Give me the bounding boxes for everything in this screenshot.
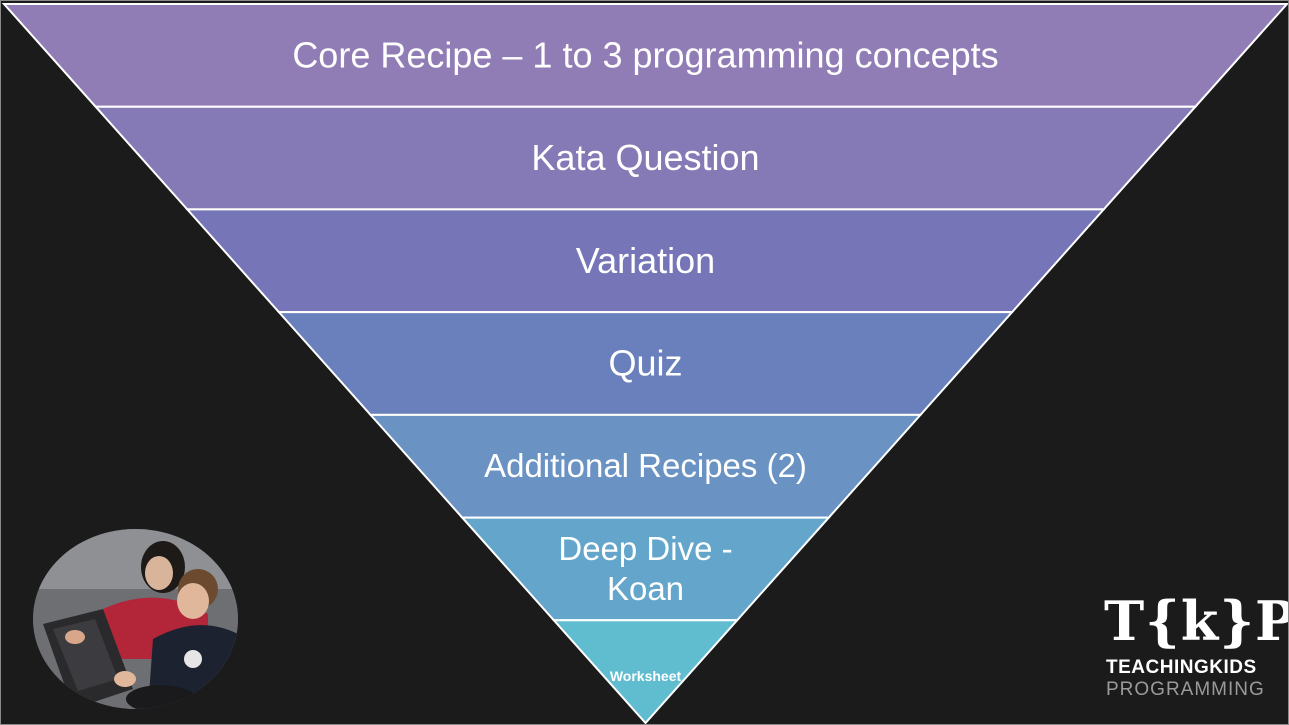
pyramid-level-1-label: Core Recipe – 1 to 3 programming concept… — [292, 34, 998, 75]
pyramid-level-7-label: Worksheet — [610, 667, 682, 683]
students-photo-image — [33, 529, 238, 709]
pyramid-level-6-label: Deep Dive -Koan — [558, 530, 732, 607]
pyramid-level-2-label: Kata Question — [531, 137, 759, 178]
tkp-logo: T{k}P TEACHINGKIDS PROGRAMMING — [1096, 591, 1288, 706]
pyramid-level-7 — [551, 619, 740, 724]
students-photo — [33, 529, 238, 709]
pyramid-level-4-label: Quiz — [608, 342, 682, 383]
tkp-logo-mark: T{k}P — [1104, 589, 1289, 653]
tkp-logo-line1: TEACHINGKIDS — [1106, 657, 1257, 678]
tkp-logo-line2: PROGRAMMING — [1106, 679, 1265, 700]
pyramid-level-3-label: Variation — [576, 239, 715, 280]
pyramid-level-5-label: Additional Recipes (2) — [484, 447, 807, 484]
